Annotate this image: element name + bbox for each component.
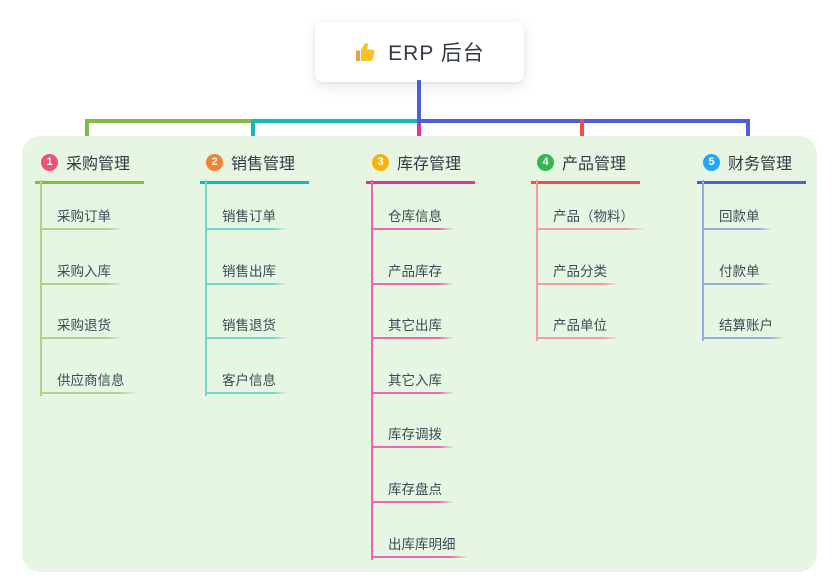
branch-product: 4 产品管理 产品（物料） 产品分类 产品单位 bbox=[531, 148, 696, 341]
node-product-stock[interactable]: 产品库存 bbox=[371, 263, 454, 285]
node-stock-transfer[interactable]: 库存调拨 bbox=[371, 426, 454, 448]
branch-inventory-title[interactable]: 3 库存管理 bbox=[366, 148, 476, 184]
connector-drop-branch1 bbox=[85, 119, 89, 148]
node-sales-outbound[interactable]: 销售出库 bbox=[205, 263, 288, 285]
node-warehouse-info[interactable]: 仓库信息 bbox=[371, 208, 454, 230]
branch-children-line bbox=[40, 180, 42, 396]
connector-drop-branch4 bbox=[580, 119, 584, 148]
branch-finance: 5 财务管理 回款单 付款单 结算账户 bbox=[697, 148, 839, 341]
branch-procurement-title[interactable]: 1 采购管理 bbox=[35, 148, 145, 184]
branch-sales-title[interactable]: 2 销售管理 bbox=[200, 148, 310, 184]
node-sales-return[interactable]: 销售退货 bbox=[205, 317, 288, 339]
node-purchase-order[interactable]: 采购订单 bbox=[40, 208, 123, 230]
thumbs-up-icon bbox=[354, 40, 378, 64]
root-node[interactable]: ERP 后台 bbox=[315, 22, 524, 82]
branch-title-label: 库存管理 bbox=[397, 156, 462, 173]
connector-horizontal-teal bbox=[251, 119, 419, 123]
node-payment-bill[interactable]: 付款单 bbox=[702, 263, 772, 285]
node-supplier-info[interactable]: 供应商信息 bbox=[40, 372, 137, 394]
branch-number-badge: 1 bbox=[41, 153, 58, 171]
node-product-material[interactable]: 产品（物料） bbox=[536, 208, 646, 230]
branch-sales: 2 销售管理 销售订单 销售出库 销售退货 客户信息 bbox=[200, 148, 365, 396]
branch-children-line bbox=[371, 180, 373, 560]
node-stock-check[interactable]: 库存盘点 bbox=[371, 481, 454, 503]
branch-number-badge: 3 bbox=[372, 153, 389, 171]
node-other-inbound[interactable]: 其它入库 bbox=[371, 372, 454, 394]
branch-number-badge: 5 bbox=[703, 153, 720, 171]
connector-drop-branch3 bbox=[417, 123, 421, 148]
connector-drop-branch2 bbox=[251, 119, 255, 148]
branch-inventory: 3 库存管理 仓库信息 产品库存 其它出库 其它入库 库存调拨 库存盘点 出库库… bbox=[366, 148, 531, 560]
node-outbound-details[interactable]: 出库库明细 bbox=[371, 536, 468, 558]
branch-number-badge: 2 bbox=[206, 153, 223, 171]
connector-drop-branch5 bbox=[746, 119, 750, 148]
node-settlement-account[interactable]: 结算账户 bbox=[702, 317, 785, 339]
branches-panel bbox=[22, 136, 817, 572]
branch-title-label: 采购管理 bbox=[66, 156, 131, 173]
node-product-unit[interactable]: 产品单位 bbox=[536, 317, 619, 339]
node-sales-order[interactable]: 销售订单 bbox=[205, 208, 288, 230]
branch-product-title[interactable]: 4 产品管理 bbox=[531, 148, 641, 184]
branch-finance-title[interactable]: 5 财务管理 bbox=[697, 148, 807, 184]
connector-root-vertical bbox=[417, 80, 421, 123]
node-purchase-return[interactable]: 采购退货 bbox=[40, 317, 123, 339]
connector-horizontal-green bbox=[85, 119, 255, 123]
branch-title-label: 销售管理 bbox=[231, 156, 296, 173]
node-receipt-bill[interactable]: 回款单 bbox=[702, 208, 772, 230]
branch-title-label: 产品管理 bbox=[562, 156, 627, 173]
node-product-category[interactable]: 产品分类 bbox=[536, 263, 619, 285]
branch-children-line bbox=[536, 180, 538, 341]
branch-number-badge: 4 bbox=[537, 153, 554, 171]
branch-children-line bbox=[702, 180, 704, 341]
node-other-outbound[interactable]: 其它出库 bbox=[371, 317, 454, 339]
node-purchase-inbound[interactable]: 采购入库 bbox=[40, 263, 123, 285]
branch-children-line bbox=[205, 180, 207, 396]
root-node-label: ERP 后台 bbox=[388, 42, 485, 65]
branch-title-label: 财务管理 bbox=[728, 156, 793, 173]
node-customer-info[interactable]: 客户信息 bbox=[205, 372, 288, 394]
branch-procurement: 1 采购管理 采购订单 采购入库 采购退货 供应商信息 bbox=[35, 148, 200, 396]
